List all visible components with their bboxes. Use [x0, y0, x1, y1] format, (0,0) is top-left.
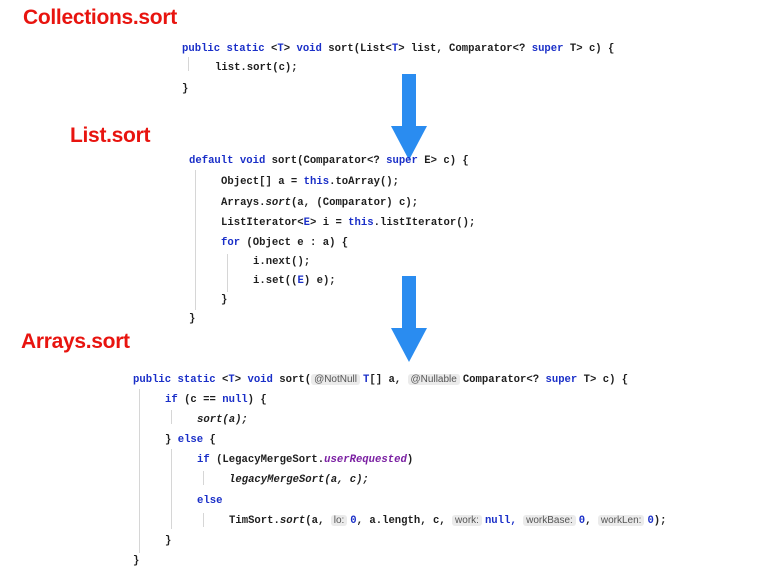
down-arrow-icon: [391, 74, 427, 160]
code-line: else: [197, 494, 222, 508]
code-line: }: [165, 535, 172, 547]
param-hint-work: work:: [452, 515, 482, 526]
heading-arrays-sort: Arrays.sort: [21, 330, 130, 353]
code-line: }: [221, 294, 228, 306]
down-arrow-icon: [391, 276, 427, 362]
indent-guide: [171, 410, 172, 424]
code-token: Comparator<? super T> c) {: [462, 374, 629, 386]
code-token: TimSort.sort(a,: [229, 515, 325, 527]
code-token: 0, a.length, c,: [350, 515, 446, 527]
code-line: for (Object e : a) {: [221, 237, 349, 249]
code-line: Arrays.sort(a, (Comparator) c);: [221, 197, 419, 209]
code-line: sort(a);: [197, 413, 248, 427]
code-block-list-sort: default void sort(Comparator<? super E> …: [189, 154, 475, 325]
indent-guide: [203, 513, 204, 527]
code-line: i.set((E) e);: [253, 275, 336, 287]
code-line: Object[] a = this.toArray();: [221, 176, 400, 188]
code-token: null,: [484, 515, 517, 527]
heading-list-sort: List.sort: [70, 124, 151, 147]
code-line: }: [182, 83, 189, 95]
indent-guide: [188, 57, 189, 71]
code-token: public static <T> void sort(: [133, 374, 312, 386]
param-hint-worklen: workLen:: [597, 515, 645, 526]
code-token: sort(a);: [197, 414, 248, 426]
code-token: 0,: [578, 515, 592, 527]
param-hint-lo: lo:: [330, 515, 348, 526]
code-line: if (LegacyMergeSort.userRequested): [197, 454, 414, 466]
code-line: }: [133, 555, 140, 567]
param-hint-nullable: @Nullable: [407, 374, 460, 385]
indent-guide: [139, 389, 140, 553]
heading-collections-sort: Collections.sort: [23, 6, 177, 29]
param-hint-notnull: @NotNull: [311, 374, 361, 385]
indent-guide: [227, 254, 228, 292]
code-token: legacyMergeSort(a, c);: [229, 474, 369, 486]
code-token: T[] a,: [363, 374, 402, 386]
code-line: ListIterator<E> i = this.listIterator();: [221, 217, 476, 229]
code-line: if (c == null) {: [165, 394, 267, 406]
code-line: public static <T> void sort(List<T> list…: [182, 43, 615, 55]
code-line: }: [189, 313, 196, 325]
param-hint-workbase: workBase:: [523, 515, 576, 526]
indent-guide: [195, 170, 196, 310]
code-token: else: [197, 495, 223, 507]
indent-guide: [171, 449, 172, 529]
code-line: } else {: [165, 434, 216, 446]
code-line: i.next();: [253, 256, 311, 268]
code-block-collections-sort: public static <T> void sort(List<T> list…: [182, 42, 614, 102]
code-line: legacyMergeSort(a, c);: [229, 473, 369, 487]
indent-guide: [203, 471, 204, 485]
code-line: list.sort(c);: [215, 62, 298, 74]
code-line: default void sort(Comparator<? super E> …: [189, 155, 469, 167]
code-token: 0);: [647, 515, 667, 527]
code-line-timsort: TimSort.sort(a, lo:0, a.length, c, work:…: [229, 514, 667, 528]
